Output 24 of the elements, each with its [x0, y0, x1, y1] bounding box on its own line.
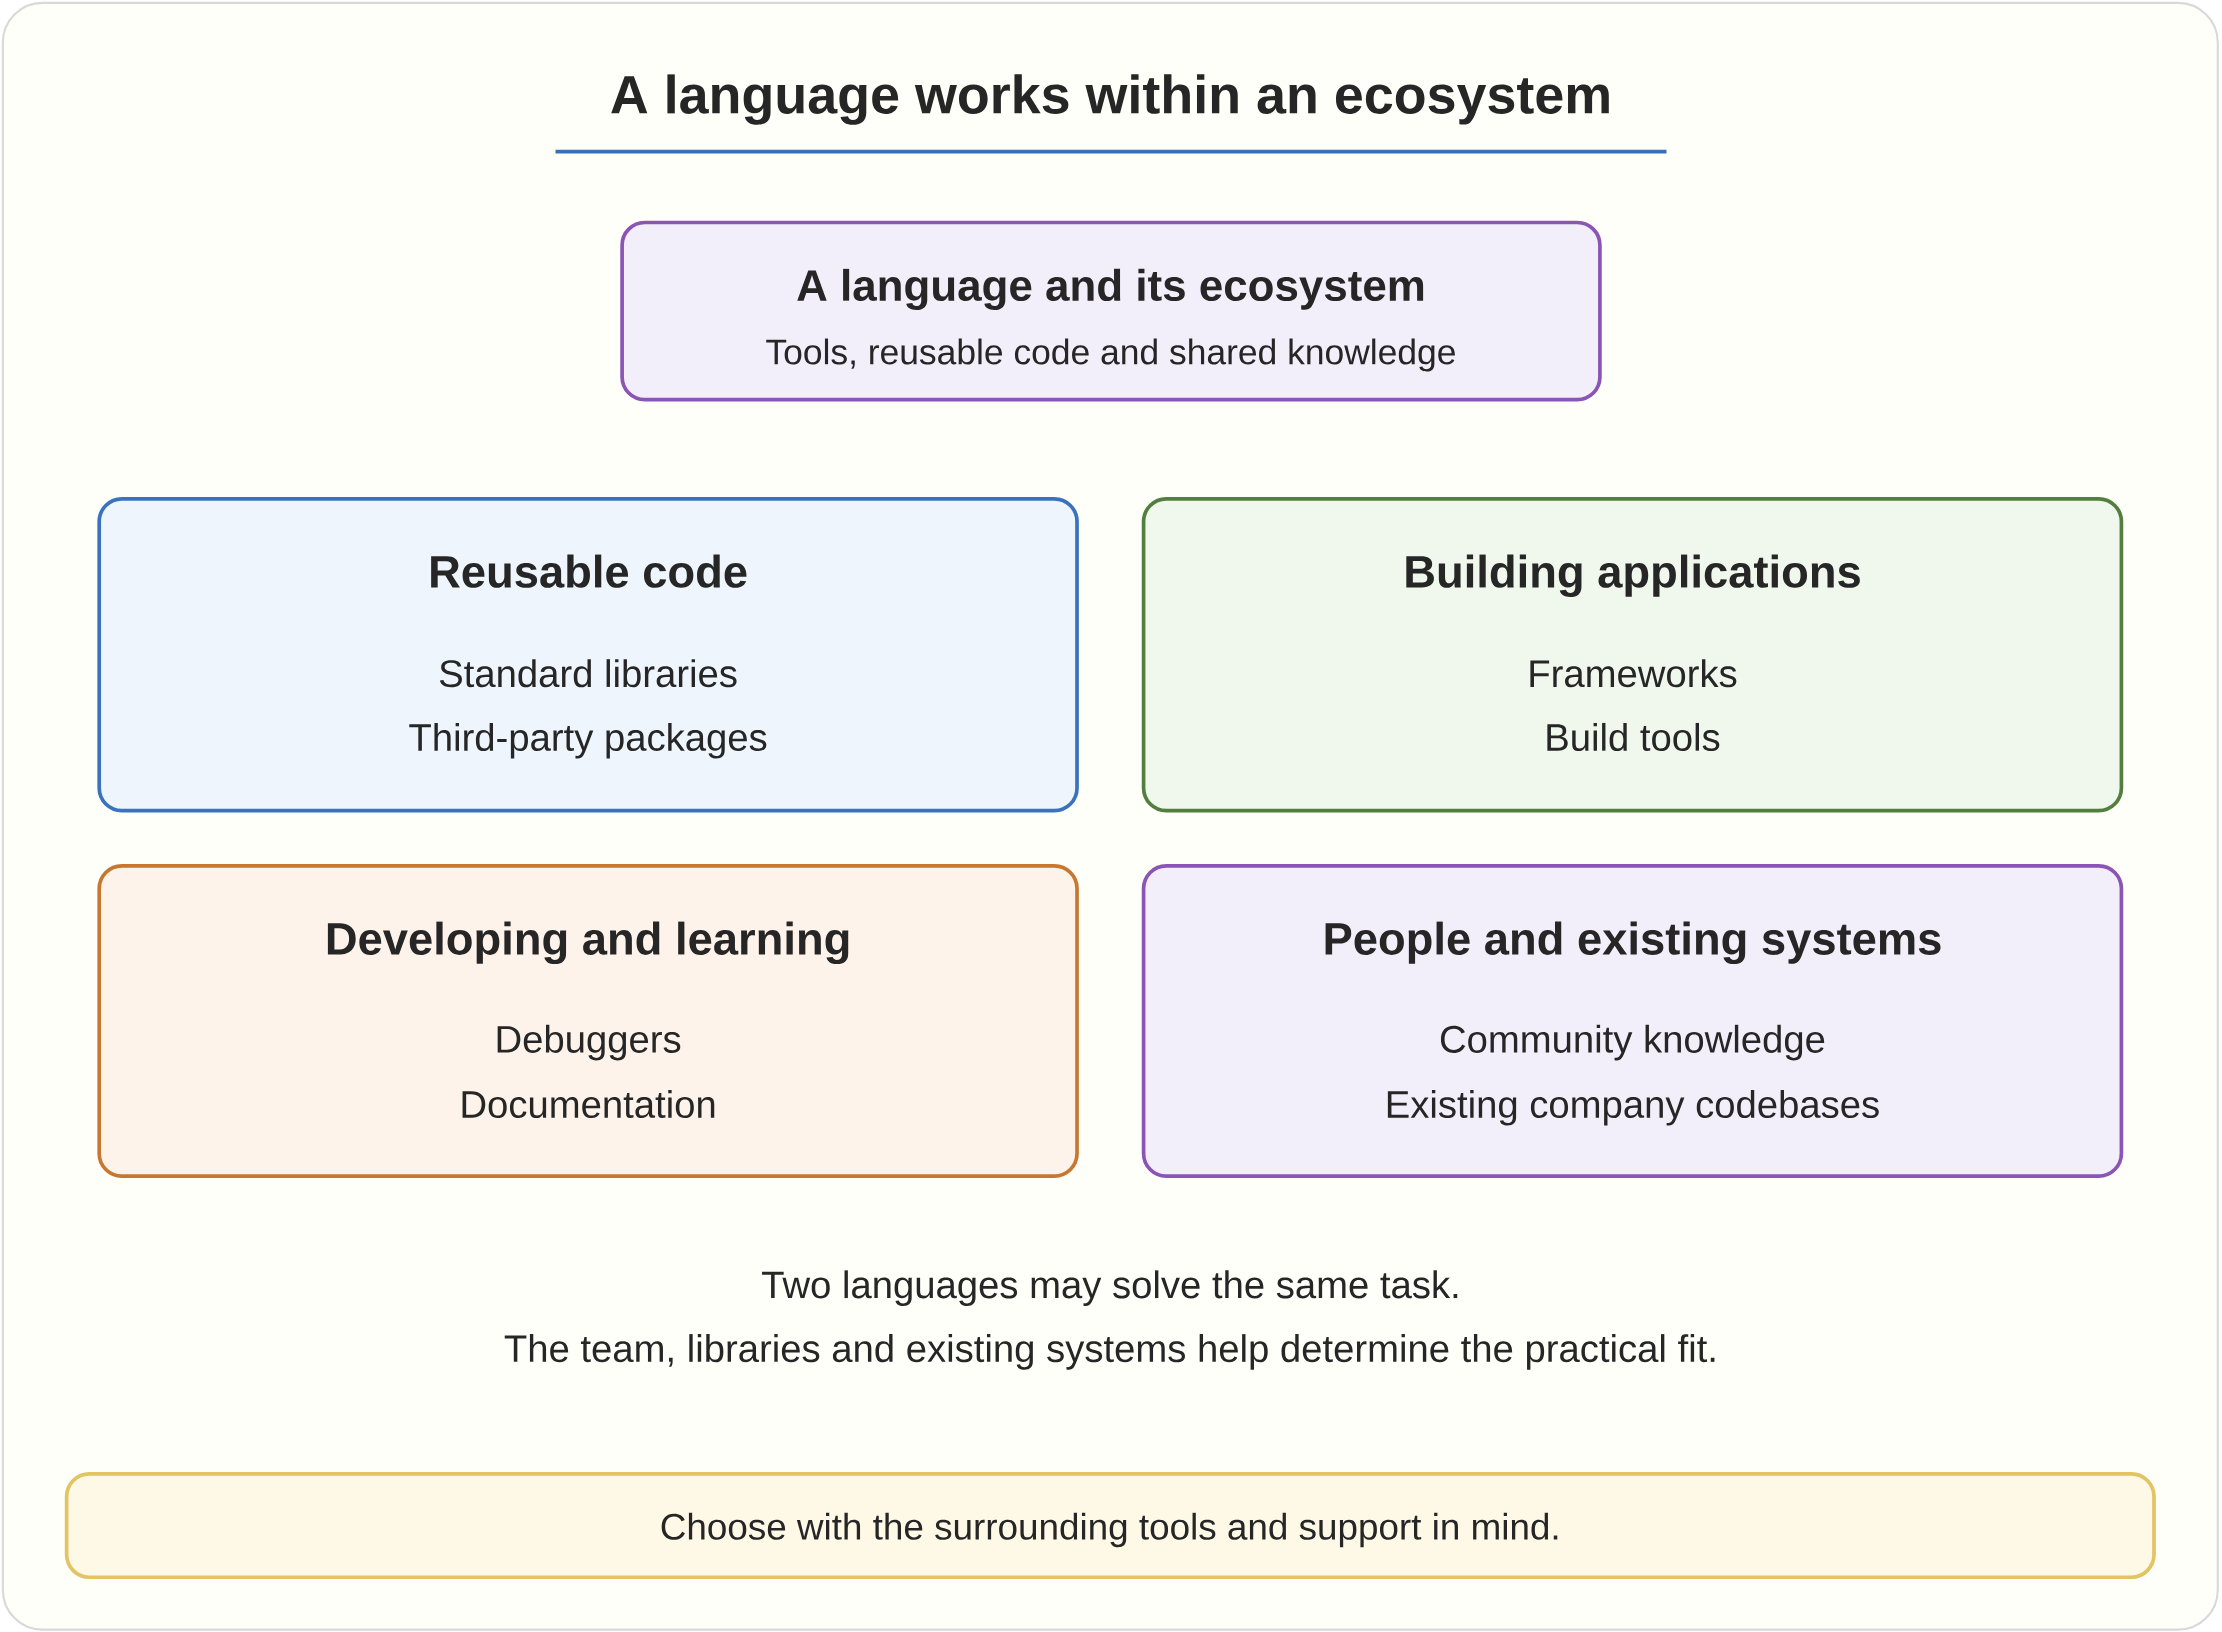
card-text: Standard libraries	[439, 658, 737, 688]
card-heading: People and existing systems	[1325, 921, 1941, 964]
card-text: Existing company codebases	[1387, 1089, 1879, 1126]
category-card	[97, 496, 1079, 813]
category-card	[97, 863, 1079, 1178]
card-heading: Reusable code	[431, 554, 747, 588]
note-text: Two languages may solve the same task.	[762, 1270, 1458, 1306]
card-heading: Developing and learning	[327, 921, 849, 964]
card-text: Documentation	[462, 1089, 715, 1118]
card-heading: A language and its ecosystem	[797, 268, 1424, 310]
card-text: Debuggers	[497, 1024, 681, 1061]
card-heading: Building applications	[1406, 554, 1860, 597]
card-text: Frameworks	[1530, 658, 1737, 688]
note-text: The team, libraries and existing systems help determine the practical fit.	[504, 1333, 1715, 1370]
card-text: Community knowledge	[1440, 1024, 1825, 1061]
category-card	[620, 220, 1602, 402]
card-text: Tools, reusable code and shared knowledge	[766, 338, 1455, 372]
card-text: Build tools	[1547, 722, 1720, 751]
title: A language works within an ecosystem	[611, 74, 1609, 125]
note-box	[64, 1471, 2156, 1579]
card-text: Choose with the surrounding tools and support in mind.	[661, 1512, 1558, 1547]
category-card	[1141, 496, 2124, 813]
card-text: Third-party packages	[409, 722, 767, 759]
category-card	[1141, 863, 2124, 1178]
